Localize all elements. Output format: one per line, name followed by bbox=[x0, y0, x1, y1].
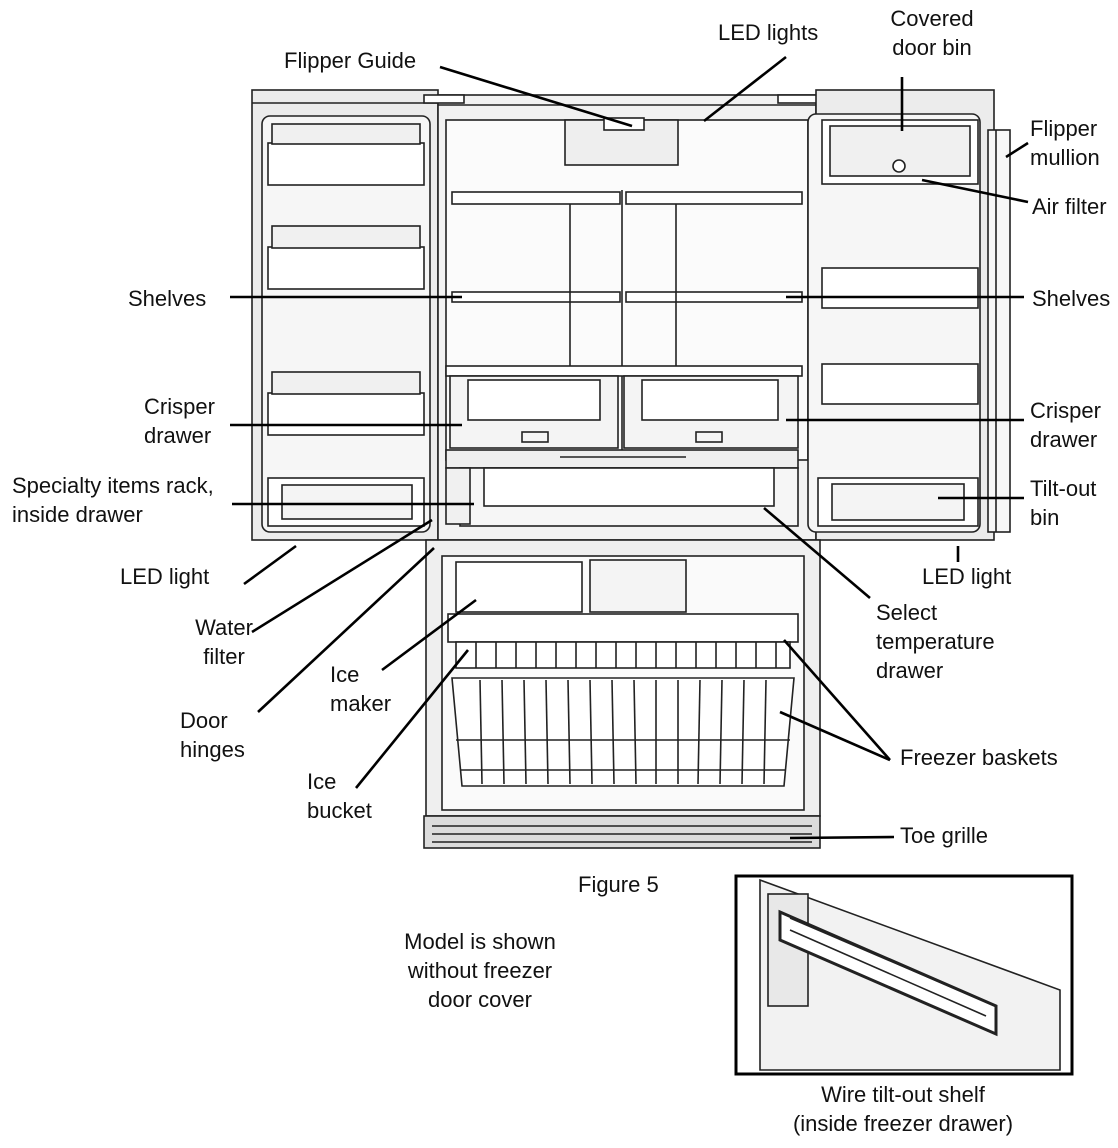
label-flipper-guide: Flipper Guide bbox=[284, 48, 417, 73]
label-freezer-baskets: Freezer baskets bbox=[900, 745, 1058, 770]
label-shelves-right: Shelves bbox=[1032, 286, 1111, 311]
label-specialty-rack: Specialty items rack, inside drawer bbox=[12, 473, 214, 527]
label-toe-grille: Toe grille bbox=[900, 823, 989, 848]
label-door-hinges: Door hinges bbox=[180, 708, 245, 762]
leader-lines bbox=[230, 55, 1029, 840]
left-door bbox=[251, 89, 439, 541]
freezer-basket-lines bbox=[475, 642, 777, 668]
label-water-filter: Water filter bbox=[195, 615, 253, 669]
label-ice-bucket: Ice bucket bbox=[307, 769, 372, 823]
label-crisper-right: Crisper drawer bbox=[1030, 398, 1101, 452]
label-covered-door-bin: Covered door bin bbox=[890, 6, 974, 60]
lower-basket-lines bbox=[456, 679, 790, 785]
fridge-cabinet bbox=[423, 94, 819, 541]
label-air-filter: Air filter bbox=[1032, 194, 1107, 219]
label-led-lights: LED lights bbox=[718, 20, 819, 45]
label-flipper-mullion: Flipper mullion bbox=[1030, 116, 1100, 170]
label-crisper-left: Crisper drawer bbox=[144, 394, 215, 448]
right-door bbox=[807, 89, 1011, 541]
label-led-light-left: LED light bbox=[120, 564, 210, 589]
label-ice-maker: Ice maker bbox=[330, 662, 392, 716]
figure-caption: Figure 5 bbox=[578, 872, 659, 897]
label-led-light-right: LED light bbox=[922, 564, 1012, 589]
label-tilt-out-bin: Tilt-out bin bbox=[1030, 476, 1097, 530]
label-select-temp-drawer: Select temperature drawer bbox=[876, 600, 995, 683]
label-shelves-left: Shelves bbox=[128, 286, 207, 311]
model-note: Model is shown without freezer door cove… bbox=[404, 929, 556, 1012]
wire-shelf-inset bbox=[734, 874, 1074, 1076]
inset-caption: Wire tilt-out shelf (inside freezer draw… bbox=[792, 1082, 1014, 1136]
freezer bbox=[423, 539, 821, 849]
